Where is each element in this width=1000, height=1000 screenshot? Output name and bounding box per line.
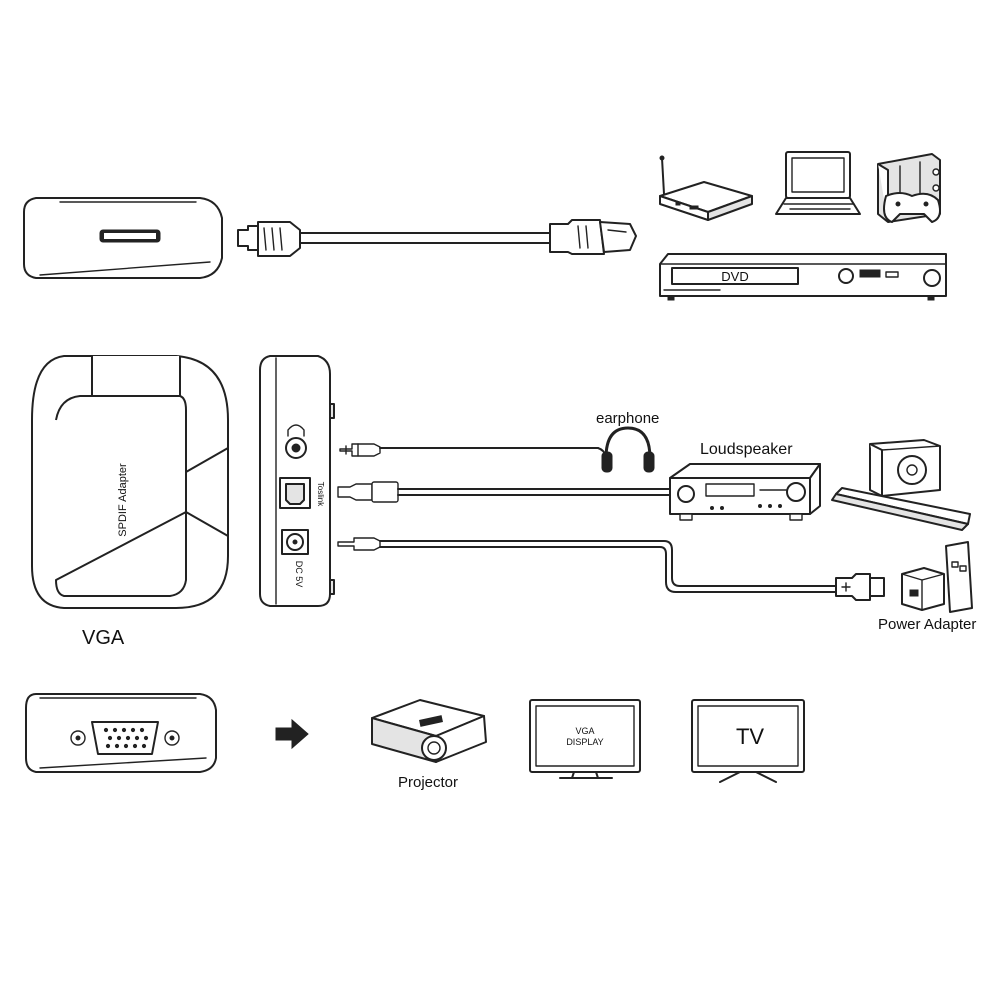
hdmi-cable-icon [237, 219, 637, 257]
vga-port-pins [103, 727, 149, 749]
dc5v-text: DC 5V [294, 561, 304, 588]
adapter-spdif-top: SPDIF Adapter [31, 355, 229, 609]
label-vga: VGA [82, 627, 125, 649]
toslink-text: Toslink [316, 482, 325, 507]
adapter-vga-side [25, 693, 217, 773]
av-receiver-icon [669, 463, 821, 521]
label-projector: Projector [398, 774, 458, 791]
tv-box-icon [659, 155, 753, 221]
arrow-right-icon [275, 718, 309, 750]
label-power-adapter: Power Adapter [878, 616, 976, 633]
tv-icon: TV [691, 699, 805, 783]
optical-cable [337, 481, 673, 503]
adapter-hdmi-side [23, 197, 223, 279]
usb-wall-charger-icon [901, 541, 973, 613]
laptop-icon [775, 151, 861, 215]
vga-display-line-1: VGA [575, 726, 594, 736]
audio-cable-3-5mm [339, 443, 607, 457]
projector-icon [371, 699, 487, 763]
tv-screen-text: TV [736, 724, 764, 749]
speaker-icon [869, 439, 941, 497]
adapter-port-side: Toslink DC 5V [259, 355, 335, 607]
spdif-adapter-text: SPDIF Adapter [117, 463, 129, 537]
dvd-player-icon: DVD [659, 253, 947, 301]
game-console-icon [877, 153, 941, 223]
label-earphone: earphone [596, 410, 659, 427]
soundbar-icon [831, 487, 971, 531]
vga-display-line-2: DISPLAY [566, 737, 603, 747]
usb-power-cable [337, 537, 885, 601]
dvd-logo-text: DVD [721, 269, 748, 284]
headphones-icon [601, 426, 655, 473]
label-loudspeaker: Loudspeaker [700, 441, 793, 458]
monitor-icon: VGA DISPLAY [529, 699, 641, 779]
